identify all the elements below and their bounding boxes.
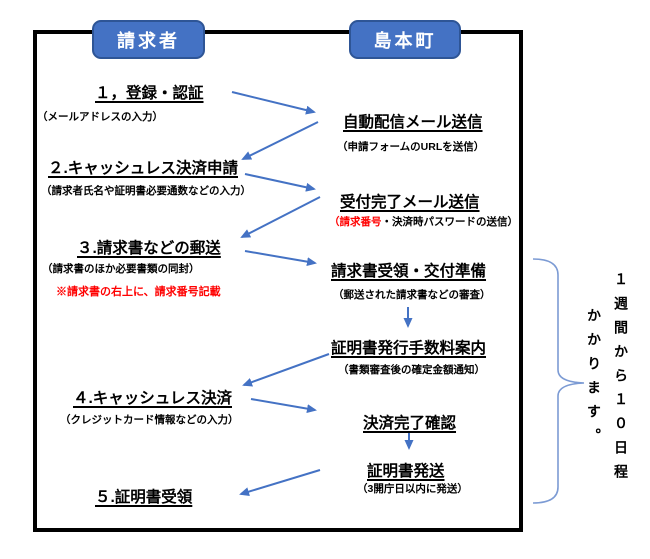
town-receipt-sub: （郵送された請求書などの審査） <box>333 289 491 301</box>
diagram-frame <box>33 30 523 532</box>
town-fee-sub: （書類審査後の確定金額通知） <box>338 364 485 376</box>
header-box-town: 島本町 <box>349 20 461 59</box>
town-receipt-title: 請求書受領・交付準備 <box>331 263 487 280</box>
town-reception-sub-rest: ・決済時パスワードの送信） <box>381 216 519 228</box>
step4-title: ４.キャッシュレス決済 <box>73 390 232 407</box>
header-box-requester: 請求者 <box>92 20 205 59</box>
header-requester-label: 請求者 <box>117 30 180 51</box>
town-paydone-title: 決済完了確認 <box>363 415 457 432</box>
grouping-brace <box>532 258 585 504</box>
step3-red-note: ※請求書の右上に、請求番号記載 <box>56 286 221 298</box>
town-reception-sub-red: （請求番号 <box>329 216 382 228</box>
step3-sub: （請求書のほか必要書類の同封） <box>42 263 200 275</box>
town-reception-sub: （請求番号・決済時パスワードの送信） <box>329 214 518 229</box>
step5-title: ５.証明書受領 <box>95 489 193 506</box>
header-town-label: 島本町 <box>373 30 437 51</box>
step1-title: １，登録・認証 <box>95 85 204 102</box>
step4-sub: （クレジットカード情報などの入力） <box>60 414 239 426</box>
town-automail-sub: （申請フォームのURLを送信） <box>337 141 485 153</box>
step2-title: ２.キャッシュレス決済申請 <box>48 160 238 177</box>
step1-sub: （メールアドレスの入力） <box>37 111 163 123</box>
town-ship-sub: （3開庁日以内に発送） <box>357 483 468 495</box>
step3-title: ３.請求書などの郵送 <box>77 240 221 257</box>
town-reception-title: 受付完了メール送信 <box>340 194 480 211</box>
town-automail-title: 自動配信メール送信 <box>343 114 483 131</box>
step2-sub: （請求者氏名や証明書必要通数などの入力） <box>41 185 251 197</box>
town-fee-title: 証明書発行手数料案内 <box>331 340 487 357</box>
town-ship-title: 証明書発送 <box>367 463 445 480</box>
duration-vertical-note: １週間から１０日程 かかります。 <box>586 272 629 488</box>
